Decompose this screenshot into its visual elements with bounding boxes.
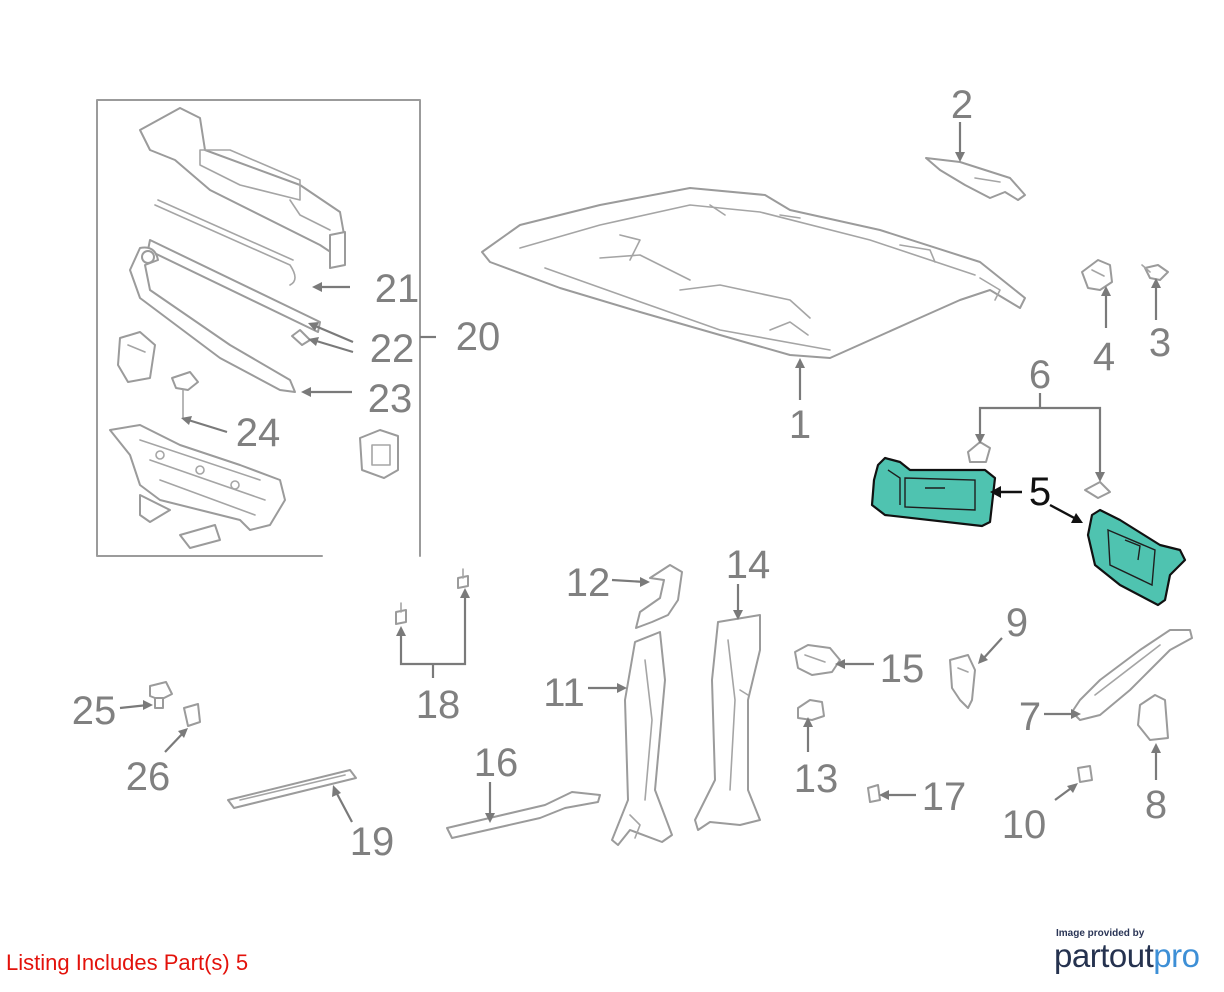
part-19-sill-plate bbox=[227, 769, 357, 809]
callout-13: 13 bbox=[794, 757, 839, 801]
part-8 bbox=[1137, 694, 1169, 741]
callout-18: 18 bbox=[416, 683, 461, 727]
sun-visor-left bbox=[870, 456, 997, 528]
callout-4: 4 bbox=[1093, 335, 1115, 379]
callout-15: 15 bbox=[880, 647, 925, 691]
callout-12: 12 bbox=[566, 561, 611, 605]
callout-3: 3 bbox=[1149, 321, 1171, 365]
part-16-sill bbox=[446, 791, 601, 839]
part-14-pillar bbox=[694, 614, 761, 831]
part-3 bbox=[1141, 264, 1169, 281]
callout-1: 1 bbox=[789, 403, 811, 447]
part-4 bbox=[1081, 259, 1113, 291]
callout-11: 11 bbox=[543, 671, 585, 715]
headliner-part bbox=[481, 187, 1026, 359]
logo-text-partout: partout bbox=[1054, 937, 1154, 974]
part-12 bbox=[635, 564, 683, 629]
part-2 bbox=[925, 157, 1026, 201]
logo-text-pro: pro bbox=[1153, 937, 1200, 974]
callout-14: 14 bbox=[726, 543, 771, 587]
callout-20: 20 bbox=[456, 315, 501, 359]
part-25-bolt bbox=[149, 681, 173, 709]
part-10 bbox=[1077, 765, 1093, 783]
callout-8: 8 bbox=[1145, 783, 1167, 827]
callout-22: 22 bbox=[370, 327, 415, 371]
sun-visor-right bbox=[1086, 508, 1187, 607]
callout-16: 16 bbox=[474, 741, 519, 785]
part-15 bbox=[794, 644, 841, 676]
callout-9: 9 bbox=[1006, 601, 1028, 645]
part-18-screws bbox=[395, 568, 469, 625]
part-17 bbox=[867, 784, 881, 803]
part-26-nut bbox=[183, 703, 201, 727]
callout-5: 5 bbox=[1029, 470, 1051, 514]
part-6-clips bbox=[967, 441, 1111, 499]
part-7 bbox=[1071, 629, 1193, 721]
callout-7: 7 bbox=[1019, 695, 1041, 739]
callout-19: 19 bbox=[350, 820, 395, 864]
part-9 bbox=[949, 654, 976, 709]
tool-kit-group bbox=[96, 99, 436, 557]
image-credit-caption: Image provided by bbox=[1056, 928, 1145, 939]
callout-24: 24 bbox=[236, 411, 281, 455]
callout-10: 10 bbox=[1002, 803, 1047, 847]
partoutpro-logo: partoutpro bbox=[1054, 937, 1200, 975]
callout-26: 26 bbox=[126, 755, 171, 799]
callout-25: 25 bbox=[72, 689, 117, 733]
listing-note: Listing Includes Part(s) 5 bbox=[6, 950, 249, 975]
callout-21: 21 bbox=[375, 267, 420, 311]
part-13 bbox=[797, 699, 825, 721]
callout-17: 17 bbox=[922, 775, 967, 819]
callout-23: 23 bbox=[368, 377, 413, 421]
callout-2: 2 bbox=[951, 83, 973, 127]
callout-6: 6 bbox=[1029, 353, 1051, 397]
part-11-pillar bbox=[611, 631, 673, 846]
leader-lines bbox=[119, 122, 1161, 823]
